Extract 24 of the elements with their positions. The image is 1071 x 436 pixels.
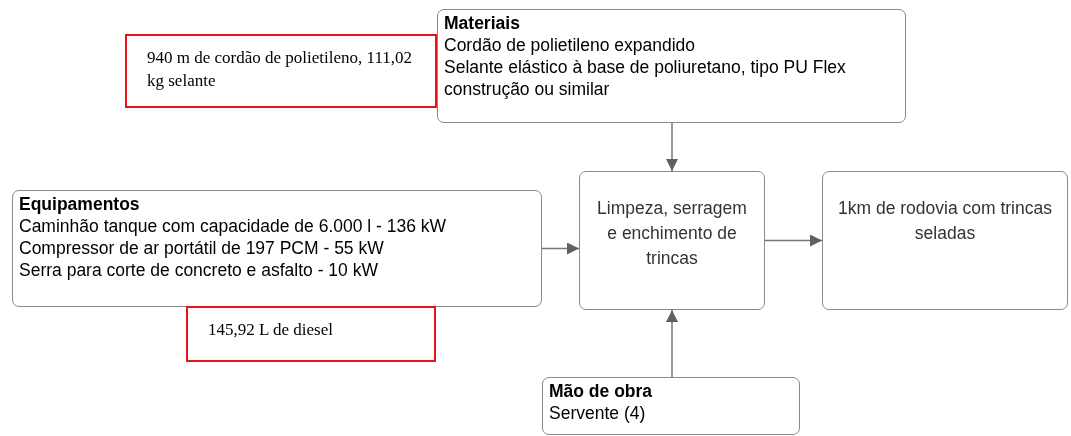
resource-box	[12, 190, 542, 307]
process-label: Limpeza, serragem e enchimento de trincas	[596, 197, 748, 270]
arrow	[764, 234, 823, 247]
node-text: Selante elástico à base de poliuretano, tipo PU Flex construção ou similar	[444, 56, 847, 100]
node-heading: Mão de obra	[549, 380, 654, 402]
note-text: 145,92 L de diesel	[208, 319, 334, 341]
arrow	[666, 122, 678, 172]
process-box	[579, 171, 765, 310]
process-label: 1km de rodovia com trincas seladas	[837, 197, 1053, 245]
quantity-box	[125, 34, 437, 108]
node-text: Serra para corte de concreto e asfalto - 10 kW	[19, 259, 379, 281]
note-text: 940 m de cordão de polietileno, 111,02 kg selante	[147, 47, 413, 92]
quantity-box	[186, 306, 436, 362]
node-heading: Equipamentos	[19, 193, 141, 215]
node-text: Cordão de polietileno expandido	[444, 34, 697, 56]
process-box	[822, 171, 1068, 310]
arrow	[666, 309, 678, 378]
resource-box	[437, 9, 906, 123]
node-text: Caminhão tanque com capacidade de 6.000 l - 136 kW	[19, 215, 448, 237]
arrow	[541, 242, 580, 255]
node-text: Compressor de ar portátil de 197 PCM - 55 kW	[19, 237, 385, 259]
node-text: Servente (4)	[549, 402, 647, 424]
node-heading: Materiais	[444, 12, 521, 34]
resource-box	[542, 377, 800, 435]
